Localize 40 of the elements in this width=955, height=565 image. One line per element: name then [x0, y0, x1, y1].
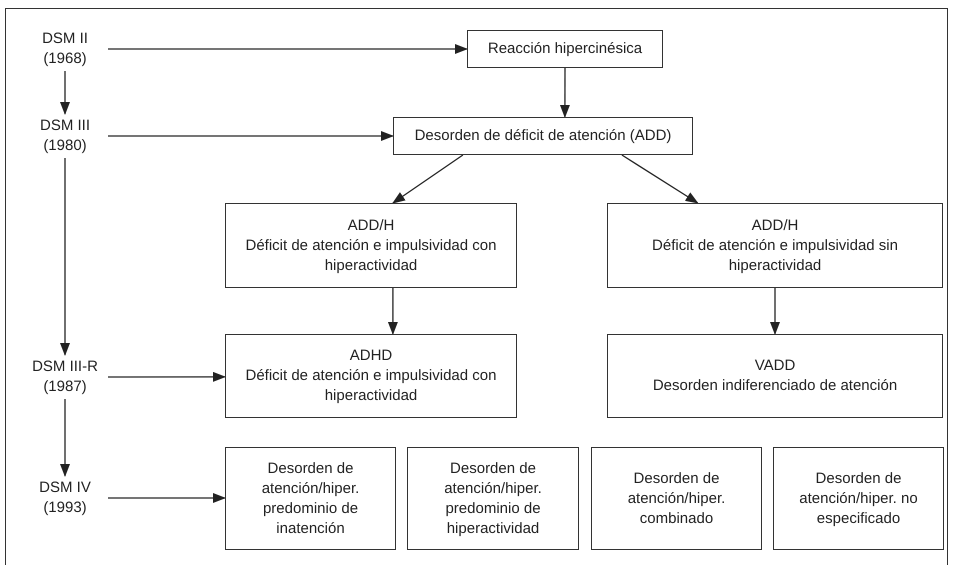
category-text: Desorden de déficit de atención (ADD): [414, 126, 672, 146]
category-box: [607, 203, 943, 288]
edition-label: DSM III-R (1987): [31, 357, 99, 397]
arrow: [108, 372, 226, 382]
category-acronym: VADD: [754, 356, 796, 376]
category-text: Reacción hipercinésica: [488, 39, 642, 59]
arrow: [108, 131, 394, 141]
category-acronym: ADHD: [350, 346, 392, 366]
category-box: [773, 447, 944, 550]
category-box: [591, 447, 762, 550]
arrow: [770, 288, 780, 335]
arrow: [108, 492, 226, 503]
category-text: Desorden de atención/hiper. predominio de inatención: [260, 458, 360, 538]
arrow: [392, 154, 464, 204]
category-text: Desorden de atención/hiper. no especificado: [798, 468, 919, 528]
category-box: [225, 447, 396, 550]
category-text: Déficit de atención e impulsividad con hiperactividad: [244, 366, 498, 406]
arrow: [108, 44, 468, 54]
category-text: Desorden de atención/hiper. predominio de hiperactividad: [443, 458, 543, 538]
arrow: [622, 154, 699, 204]
edition-label: DSM IV (1993): [38, 478, 92, 518]
category-text: Desorden de atención/hiper. combinado: [626, 468, 726, 528]
edition-label: DSM III (1980): [38, 116, 91, 156]
arrow: [60, 399, 70, 477]
category-text: Déficit de atención e impulsividad con hiperactividad: [244, 236, 498, 276]
arrow: [60, 71, 70, 115]
arrow: [60, 158, 70, 356]
category-acronym: ADD/H: [752, 216, 798, 236]
category-acronym: ADD/H: [348, 216, 394, 236]
category-box: [467, 30, 663, 68]
category-box: [407, 447, 579, 550]
category-text: Desorden indiferenciado de atención: [652, 376, 898, 396]
category-box: [607, 334, 943, 418]
arrow: [560, 68, 570, 118]
category-text: Déficit de atención e impulsividad sin hiperactividad: [651, 236, 899, 276]
category-box: [225, 203, 517, 288]
arrow: [388, 288, 398, 335]
edition-label: DSM II (1968): [41, 29, 89, 69]
category-box: [393, 117, 693, 155]
category-box: [225, 334, 517, 418]
